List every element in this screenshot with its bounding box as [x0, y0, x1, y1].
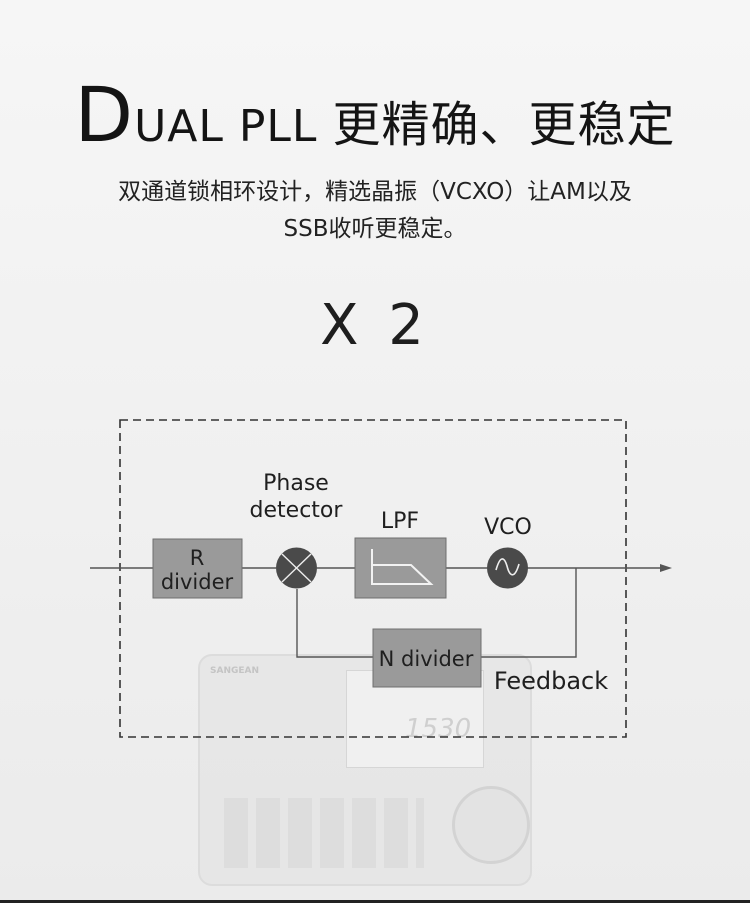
subtitle-line1: 双通道锁相环设计，精选晶振（VCXO）让AM以及 — [118, 179, 632, 205]
multiplier-label: X 2 — [320, 293, 430, 358]
pll-boundary — [119, 419, 627, 738]
radio-keypad — [224, 798, 424, 868]
radio-frequency: 1530 — [405, 714, 472, 744]
feedback-line-left — [296, 589, 373, 658]
r-divider-label-2: divider — [161, 570, 234, 594]
radio-dial — [452, 786, 530, 864]
lpf-block — [354, 537, 447, 599]
title-rest: UAL PLL — [134, 101, 333, 152]
title-initial: D — [74, 70, 135, 159]
phase-detector-label-1: Phase — [263, 471, 329, 496]
subtitle-line2: SSB收听更稳定。 — [283, 216, 467, 242]
feedback-line-right — [481, 568, 577, 658]
sine-wave-icon — [487, 547, 528, 589]
page-title: DUAL PLL 更精确、更稳定 — [0, 70, 750, 159]
title-cn: 更精确、更稳定 — [332, 97, 676, 153]
radio-background-image: SANGEAN 1530 — [198, 654, 532, 886]
n-divider-block: N divider — [372, 628, 482, 688]
cross-circle-icon — [276, 547, 317, 589]
r-divider-label-1: R — [190, 546, 205, 570]
arrow-right-icon — [660, 564, 672, 572]
bottom-border — [0, 900, 750, 903]
feedback-label: Feedback — [494, 667, 608, 695]
vco-label: VCO — [484, 515, 532, 540]
phase-detector-label-2: detector — [250, 498, 344, 523]
lowpass-curve-icon — [371, 549, 434, 585]
n-divider-label: N divider — [379, 647, 474, 671]
lpf-label: LPF — [381, 509, 419, 534]
r-divider-block: R divider — [152, 538, 243, 599]
radio-brand: SANGEAN — [210, 666, 260, 676]
